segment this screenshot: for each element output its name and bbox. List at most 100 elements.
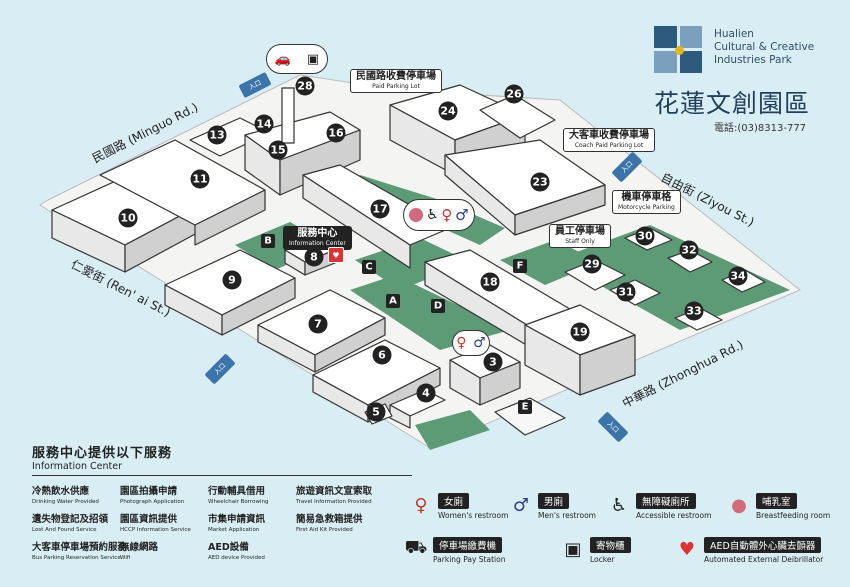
accessible-restroom-icon: ♿ xyxy=(426,207,439,223)
male-restroom-icon: ♂ xyxy=(473,335,486,351)
service-zh: 園區資訊提供 xyxy=(120,514,178,525)
building-pin-label: 3 xyxy=(489,356,497,369)
building-pin-label: 7 xyxy=(314,318,322,331)
legend-zh: AED自動體外心臟去顫器 xyxy=(704,537,822,553)
building-pin-32: 32 xyxy=(679,240,699,260)
service-en: Lost And Found Service xyxy=(32,527,97,533)
service-en: Photograph Application xyxy=(120,499,185,505)
service-zh: 市集申請資訊 xyxy=(208,514,266,525)
buildings-layer xyxy=(51,84,766,436)
service-en: First Aid Kit Provided xyxy=(296,527,353,533)
building-pin-label: 8 xyxy=(310,251,318,264)
legend-zh: 男廁 xyxy=(538,493,570,509)
legend-en: Parking Pay Station xyxy=(433,555,506,564)
building-pin-16: 16 xyxy=(326,123,346,143)
building-pin-26: 26 xyxy=(504,84,524,104)
legend-item: ♥ AED自動體外心臟去顫器 Automated External Deibrill… xyxy=(676,534,823,564)
aed-icon: ♥ xyxy=(678,538,696,560)
label-staff-parking: 員工停車場 Staff Only xyxy=(549,224,611,248)
service-en: Bus Parking Reservation Service xyxy=(32,555,121,561)
info-title: 服務中心提供以下服務 xyxy=(32,446,173,461)
parking-pay-station-icon: ⛟ xyxy=(404,537,428,558)
building-pin-23: 23 xyxy=(530,172,550,192)
lawn-south xyxy=(415,410,490,450)
park-name-en: Hualien Cultural & Creative Industries P… xyxy=(714,28,814,67)
service-en: Drinking Water Provided xyxy=(32,499,99,505)
legend-en: Women's restroom xyxy=(438,511,509,520)
service-zh: 行動輔具借用 xyxy=(208,486,266,497)
label-coach-parking: 大客車收費停車場 Coach Paid Parking Lot xyxy=(563,128,655,152)
building-pin-34: 34 xyxy=(728,266,748,286)
breastfeeding-room-icon: ● xyxy=(731,494,747,516)
building-pin-29: 29 xyxy=(582,254,602,274)
park-phone: 電話:(03)8313-777 xyxy=(714,123,807,134)
male-restroom-icon: ♂ xyxy=(512,494,530,516)
zone-pin-label: C xyxy=(365,262,372,273)
zone-pin-label: F xyxy=(517,261,524,272)
label-coach-parking-en: Coach Paid Parking Lot xyxy=(574,142,644,149)
building-pin-label: 28 xyxy=(297,80,312,93)
building-pin-label: 10 xyxy=(120,212,136,225)
female-restroom-icon: ♀ xyxy=(414,494,428,516)
female-restroom-icon: ♀ xyxy=(456,335,467,351)
zone-pin-D: D xyxy=(431,299,445,313)
building-pin-label: 5 xyxy=(372,406,380,419)
building-pin-label: 15 xyxy=(270,144,285,157)
legend-en: Automated External Deibrillator xyxy=(704,555,824,564)
legend-zh: 停車場繳費機 xyxy=(433,537,503,553)
building-pin-label: 33 xyxy=(686,305,701,318)
building-pin-label: 24 xyxy=(440,105,456,118)
building-pin-label: 16 xyxy=(328,127,344,140)
label-moto-parking: 機車停車格 Motorcycle Parking xyxy=(612,190,681,214)
building-pin-3: 3 xyxy=(483,352,503,372)
label-staff-parking-en: Staff Only xyxy=(565,238,595,245)
service-zh: AED設備 xyxy=(208,542,249,553)
building-pin-7: 7 xyxy=(308,314,328,334)
building-pin-label: 32 xyxy=(681,244,696,257)
label-paid-parking-zh: 民國路收費停車場 xyxy=(356,71,436,82)
park-name-en-line3: Industries Park xyxy=(714,54,792,66)
zone-pin-A: A xyxy=(386,294,400,308)
building-pin-label: 13 xyxy=(209,129,224,142)
building-26-roof xyxy=(479,94,556,139)
building-pin-18: 18 xyxy=(480,272,500,292)
zone-pin-label: E xyxy=(522,402,529,413)
building-pin-label: 17 xyxy=(372,203,387,216)
legend-en: Men's restroom xyxy=(538,511,596,520)
zone-pin-label: B xyxy=(264,236,272,247)
legend-en: Breastfeeding room xyxy=(756,511,831,520)
legend-en: Accessible restroom xyxy=(636,511,712,520)
building-pin-label: 29 xyxy=(584,258,599,271)
parking-pay-station-icon: 🚗 xyxy=(274,51,292,67)
label-staff-parking-zh: 員工停車場 xyxy=(555,226,605,237)
building-pins: 3456789101113141516171819232426282930313… xyxy=(118,76,748,422)
building-pin-label: 34 xyxy=(730,270,746,283)
chimney xyxy=(281,87,295,144)
building-pin-label: 6 xyxy=(378,349,386,362)
building-pin-label: 23 xyxy=(532,176,547,189)
service-zh: 無線網路 xyxy=(120,542,159,553)
park-name-zh: 花蓮文創園區 xyxy=(654,89,811,118)
legend-item: ⛟ 停車場繳費機 Parking Pay Station xyxy=(405,534,505,564)
legend-zh: 無障礙廁所 xyxy=(636,493,696,509)
building-pin-10: 10 xyxy=(118,208,138,228)
zone-pin-label: A xyxy=(389,296,397,307)
label-info-center-en: Information Center xyxy=(289,240,346,247)
service-zh: 冷熱飲水供應 xyxy=(32,486,90,497)
legend-zh: 寄物櫃 xyxy=(590,537,631,553)
building-pin-30: 30 xyxy=(635,226,655,246)
legend-item: ♂ 男廁 Men's restroom xyxy=(510,490,596,520)
label-moto-parking-zh: 機車停車格 xyxy=(621,192,672,203)
building-pin-17: 17 xyxy=(370,199,390,219)
building-pin-15: 15 xyxy=(268,140,288,160)
female-restroom-icon: ♀ xyxy=(441,206,453,224)
pay-locker-bubble: 🚗 ▣ xyxy=(266,44,328,74)
service-zh: 遺失物登記及招領 xyxy=(32,514,109,525)
service-en: Travel Information Provided xyxy=(296,499,372,505)
